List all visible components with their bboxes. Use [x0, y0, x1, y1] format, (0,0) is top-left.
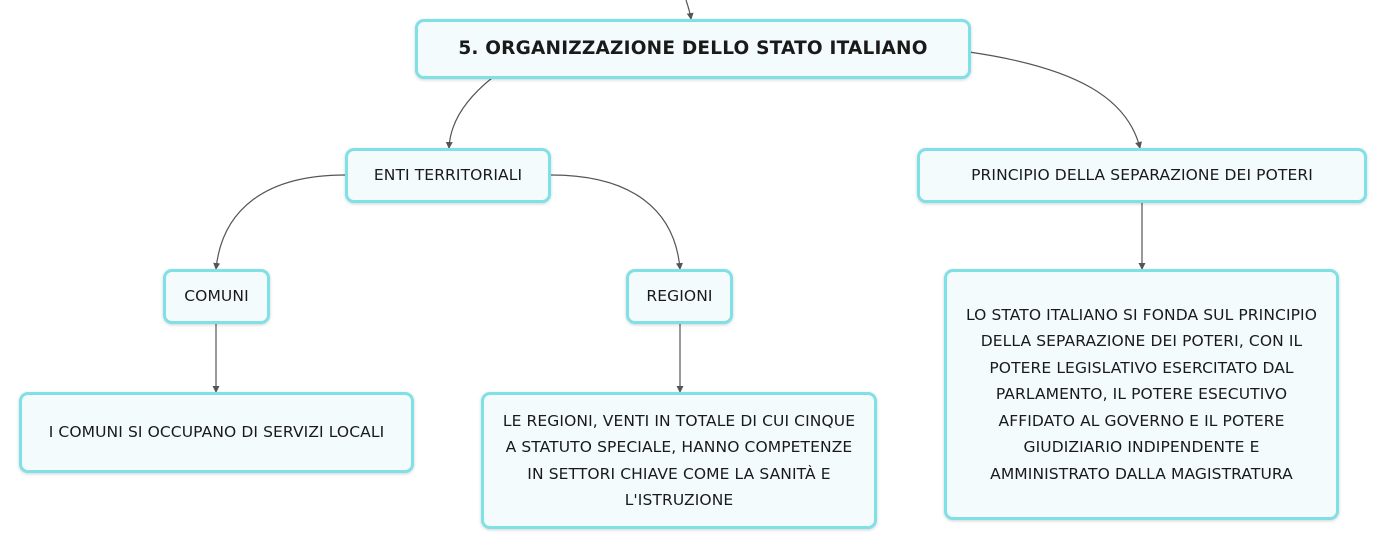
regioni-description-line: IN SETTORI CHIAVE COME LA SANITÀ E — [527, 464, 831, 483]
principio-description-line: PARLAMENTO, IL POTERE ESECUTIVO — [995, 385, 1288, 404]
comuni-node[interactable]: COMUNI — [163, 269, 270, 324]
principio-description-line: GIUDIZIARIO INDIPENDENTE E — [1023, 438, 1260, 457]
edge-enti-to-comuni — [213, 174, 346, 270]
regioni-description-node[interactable]: LE REGIONI, VENTI IN TOTALE DI CUI CINQU… — [481, 392, 877, 529]
regioni-node[interactable]: REGIONI — [626, 269, 733, 324]
regioni-description-line: LE REGIONI, VENTI IN TOTALE DI CUI CINQU… — [502, 411, 856, 430]
principio-description-line: POTERE LEGISLATIVO ESERCITATO DAL — [989, 358, 1294, 377]
comuni-description-text: I COMUNI SI OCCUPANO DI SERVIZI LOCALI — [48, 423, 385, 442]
enti-territoriali-node[interactable]: ENTI TERRITORIALI — [345, 148, 551, 203]
root-topic-node[interactable]: 5. ORGANIZZAZIONE DELLO STATO ITALIANO — [415, 19, 971, 79]
enti-territoriali-label: ENTI TERRITORIALI — [373, 166, 523, 185]
principio-description-text: LO STATO ITALIANO SI FONDA SUL PRINCIPIO… — [966, 302, 1317, 488]
regioni-description-line: A STATUTO SPECIALE, HANNO COMPETENZE — [505, 438, 853, 456]
principio-separazione-label: PRINCIPIO DELLA SEPARAZIONE DEI POTERI — [971, 166, 1313, 185]
principio-description-line: LO STATO ITALIANO SI FONDA SUL PRINCIPIO — [965, 305, 1318, 324]
principio-description-node[interactable]: LO STATO ITALIANO SI FONDA SUL PRINCIPIO… — [944, 269, 1339, 520]
edge-parent-to-root — [685, 0, 694, 20]
principio-description-line: DELLA SEPARAZIONE DEI POTERI, CON IL — [980, 332, 1303, 351]
edge-root-to-enti-territoriali — [445, 77, 493, 149]
principio-description-line: AFFIDATO AL GOVERNO E IL POTERE — [998, 411, 1285, 430]
regioni-description-line: L'ISTRUZIONE — [624, 491, 734, 509]
root-topic-label: 5. ORGANIZZAZIONE DELLO STATO ITALIANO — [458, 37, 928, 59]
comuni-description-node[interactable]: I COMUNI SI OCCUPANO DI SERVIZI LOCALI — [19, 392, 414, 473]
comuni-label: COMUNI — [184, 287, 249, 306]
regioni-label: REGIONI — [646, 287, 713, 306]
principio-separazione-node[interactable]: PRINCIPIO DELLA SEPARAZIONE DEI POTERI — [917, 148, 1367, 203]
edge-enti-to-regioni — [550, 174, 683, 270]
principio-description-line: AMMINISTRATO DALLA MAGISTRATURA — [990, 464, 1293, 483]
edge-root-to-principio — [968, 51, 1142, 149]
regioni-description-text: LE REGIONI, VENTI IN TOTALE DI CUI CINQU… — [503, 408, 855, 514]
